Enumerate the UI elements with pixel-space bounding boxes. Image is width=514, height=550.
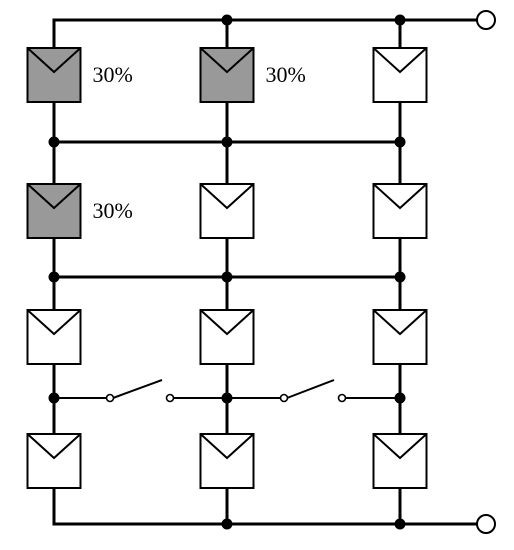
junction-node xyxy=(221,518,233,530)
output-terminal-negative xyxy=(476,514,496,534)
shading-label: 30% xyxy=(93,198,133,223)
switch-contact xyxy=(337,393,347,403)
panel-symbol-icon xyxy=(26,183,82,210)
open-switch-2-3 xyxy=(279,379,347,403)
shading-label: 30% xyxy=(266,62,306,87)
output-terminal-positive xyxy=(476,10,496,30)
junction-node xyxy=(48,271,60,283)
panel-symbol-icon xyxy=(372,183,428,210)
solar-panel-r4c1 xyxy=(26,433,82,489)
solar-panel-r2c3 xyxy=(372,183,428,239)
shading-label: 30% xyxy=(93,62,133,87)
junction-node xyxy=(221,271,233,283)
solar-panel-r3c3 xyxy=(372,309,428,365)
solar-panels: 30% 30% 30% xyxy=(26,47,428,489)
panel-symbol-icon xyxy=(26,433,82,460)
switch-blade xyxy=(112,379,163,399)
junction-node xyxy=(394,136,406,148)
solar-panel-r4c2 xyxy=(199,433,255,489)
solar-panel-r4c3 xyxy=(372,433,428,489)
junction-node xyxy=(48,136,60,148)
panel-symbol-icon xyxy=(199,309,255,336)
junction-nodes xyxy=(48,14,406,530)
open-switch-1-2 xyxy=(105,379,175,403)
junction-node xyxy=(221,392,233,404)
junction-node xyxy=(221,136,233,148)
solar-panel-r2c2 xyxy=(199,183,255,239)
solar-panel-r1c3 xyxy=(372,47,428,103)
panel-symbol-icon xyxy=(199,183,255,210)
panel-symbol-icon xyxy=(372,433,428,460)
panel-symbol-icon xyxy=(199,47,255,74)
solar-panel-r1c1: 30% xyxy=(26,47,133,103)
junction-node xyxy=(394,271,406,283)
panel-symbol-icon xyxy=(26,309,82,336)
panel-symbol-icon xyxy=(26,47,82,74)
junction-node xyxy=(394,392,406,404)
panel-symbol-icon xyxy=(372,47,428,74)
switch-contact xyxy=(105,393,115,403)
junction-node xyxy=(48,392,60,404)
solar-panel-r3c2 xyxy=(199,309,255,365)
switch-contact xyxy=(279,393,289,403)
solar-panel-r2c1: 30% xyxy=(26,183,133,239)
switch-contact xyxy=(165,393,175,403)
junction-node xyxy=(394,14,406,26)
panel-symbol-icon xyxy=(372,309,428,336)
junction-node xyxy=(394,518,406,530)
switch-blade xyxy=(286,379,335,399)
solar-panel-r1c2: 30% xyxy=(199,47,306,103)
junction-node xyxy=(221,14,233,26)
solar-panel-r3c1 xyxy=(26,309,82,365)
panel-symbol-icon xyxy=(199,433,255,460)
